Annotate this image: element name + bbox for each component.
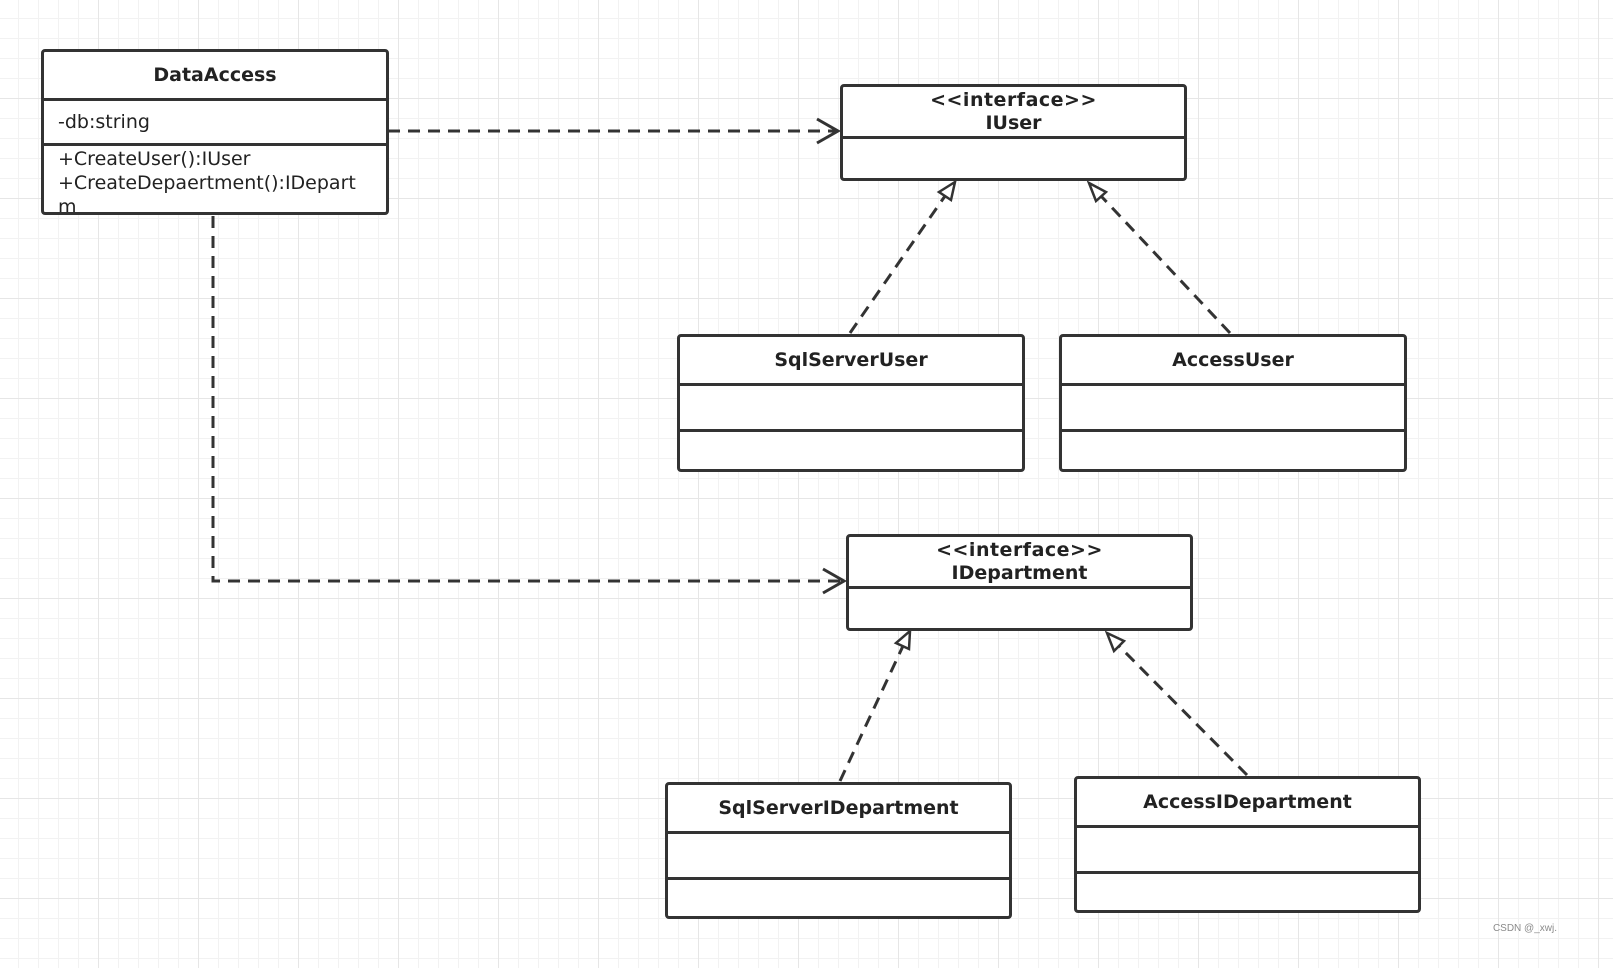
attributes-section bbox=[849, 586, 1190, 628]
watermark: CSDN @_xwj. bbox=[1492, 923, 1557, 934]
class-name-section: <<interface>> IDepartment bbox=[849, 537, 1190, 586]
class-accessidepartment[interactable]: AccessIDepartment bbox=[1074, 776, 1421, 913]
attributes-section bbox=[680, 383, 1022, 429]
operations-section bbox=[680, 429, 1022, 469]
interface-idepartment[interactable]: <<interface>> IDepartment bbox=[846, 534, 1193, 631]
interface-iuser[interactable]: <<interface>> IUser bbox=[840, 84, 1187, 181]
class-name: AccessIDepartment bbox=[1143, 790, 1352, 813]
operation-create-department: +CreateDepaertment():IDepartm bbox=[58, 172, 356, 212]
dependency-dataaccess-to-idepartment[interactable] bbox=[211, 216, 848, 595]
class-name-section: SqlServerIDepartment bbox=[668, 785, 1009, 831]
attribute-db: -db:string bbox=[58, 111, 150, 133]
class-sqlserveridepartment[interactable]: SqlServerIDepartment bbox=[665, 782, 1012, 919]
interface-stereotype: <<interface>> bbox=[936, 538, 1103, 561]
operations-section bbox=[1062, 429, 1404, 469]
realization-sqlserveruser-to-iuser[interactable] bbox=[848, 179, 957, 334]
class-sqlserveruser[interactable]: SqlServerUser bbox=[677, 334, 1025, 472]
operations-section bbox=[1077, 871, 1418, 910]
dependency-dataaccess-to-iuser[interactable] bbox=[388, 117, 842, 145]
class-name: IUser bbox=[985, 111, 1042, 134]
class-name: IDepartment bbox=[951, 561, 1088, 584]
attributes-section bbox=[668, 831, 1009, 877]
class-name-section: SqlServerUser bbox=[680, 337, 1022, 383]
class-name-section: AccessUser bbox=[1062, 337, 1404, 383]
operations-section: +CreateUser():IUser +CreateDepaertment()… bbox=[44, 143, 386, 212]
class-accessuser[interactable]: AccessUser bbox=[1059, 334, 1407, 472]
realization-accessuser-to-iuser[interactable] bbox=[1086, 180, 1232, 335]
attributes-section bbox=[843, 136, 1184, 178]
class-name: AccessUser bbox=[1172, 348, 1294, 371]
class-name-section: AccessIDepartment bbox=[1077, 779, 1418, 825]
operation-create-user: +CreateUser():IUser bbox=[58, 148, 251, 170]
operations-section bbox=[668, 877, 1009, 916]
attributes-section bbox=[1077, 825, 1418, 871]
attributes-section bbox=[1062, 383, 1404, 429]
class-name-section: DataAccess bbox=[44, 52, 386, 98]
realization-sqlserveridepartment-to-idepartment[interactable] bbox=[838, 628, 912, 782]
class-name-section: <<interface>> IUser bbox=[843, 87, 1184, 136]
interface-stereotype: <<interface>> bbox=[930, 88, 1097, 111]
realization-accessidepartment-to-idepartment[interactable] bbox=[1104, 630, 1249, 777]
attributes-section: -db:string bbox=[44, 98, 386, 143]
class-name: SqlServerIDepartment bbox=[718, 796, 959, 819]
class-dataaccess[interactable]: DataAccess -db:string +CreateUser():IUse… bbox=[41, 49, 389, 215]
class-name: DataAccess bbox=[153, 63, 277, 86]
class-name: SqlServerUser bbox=[774, 348, 928, 371]
